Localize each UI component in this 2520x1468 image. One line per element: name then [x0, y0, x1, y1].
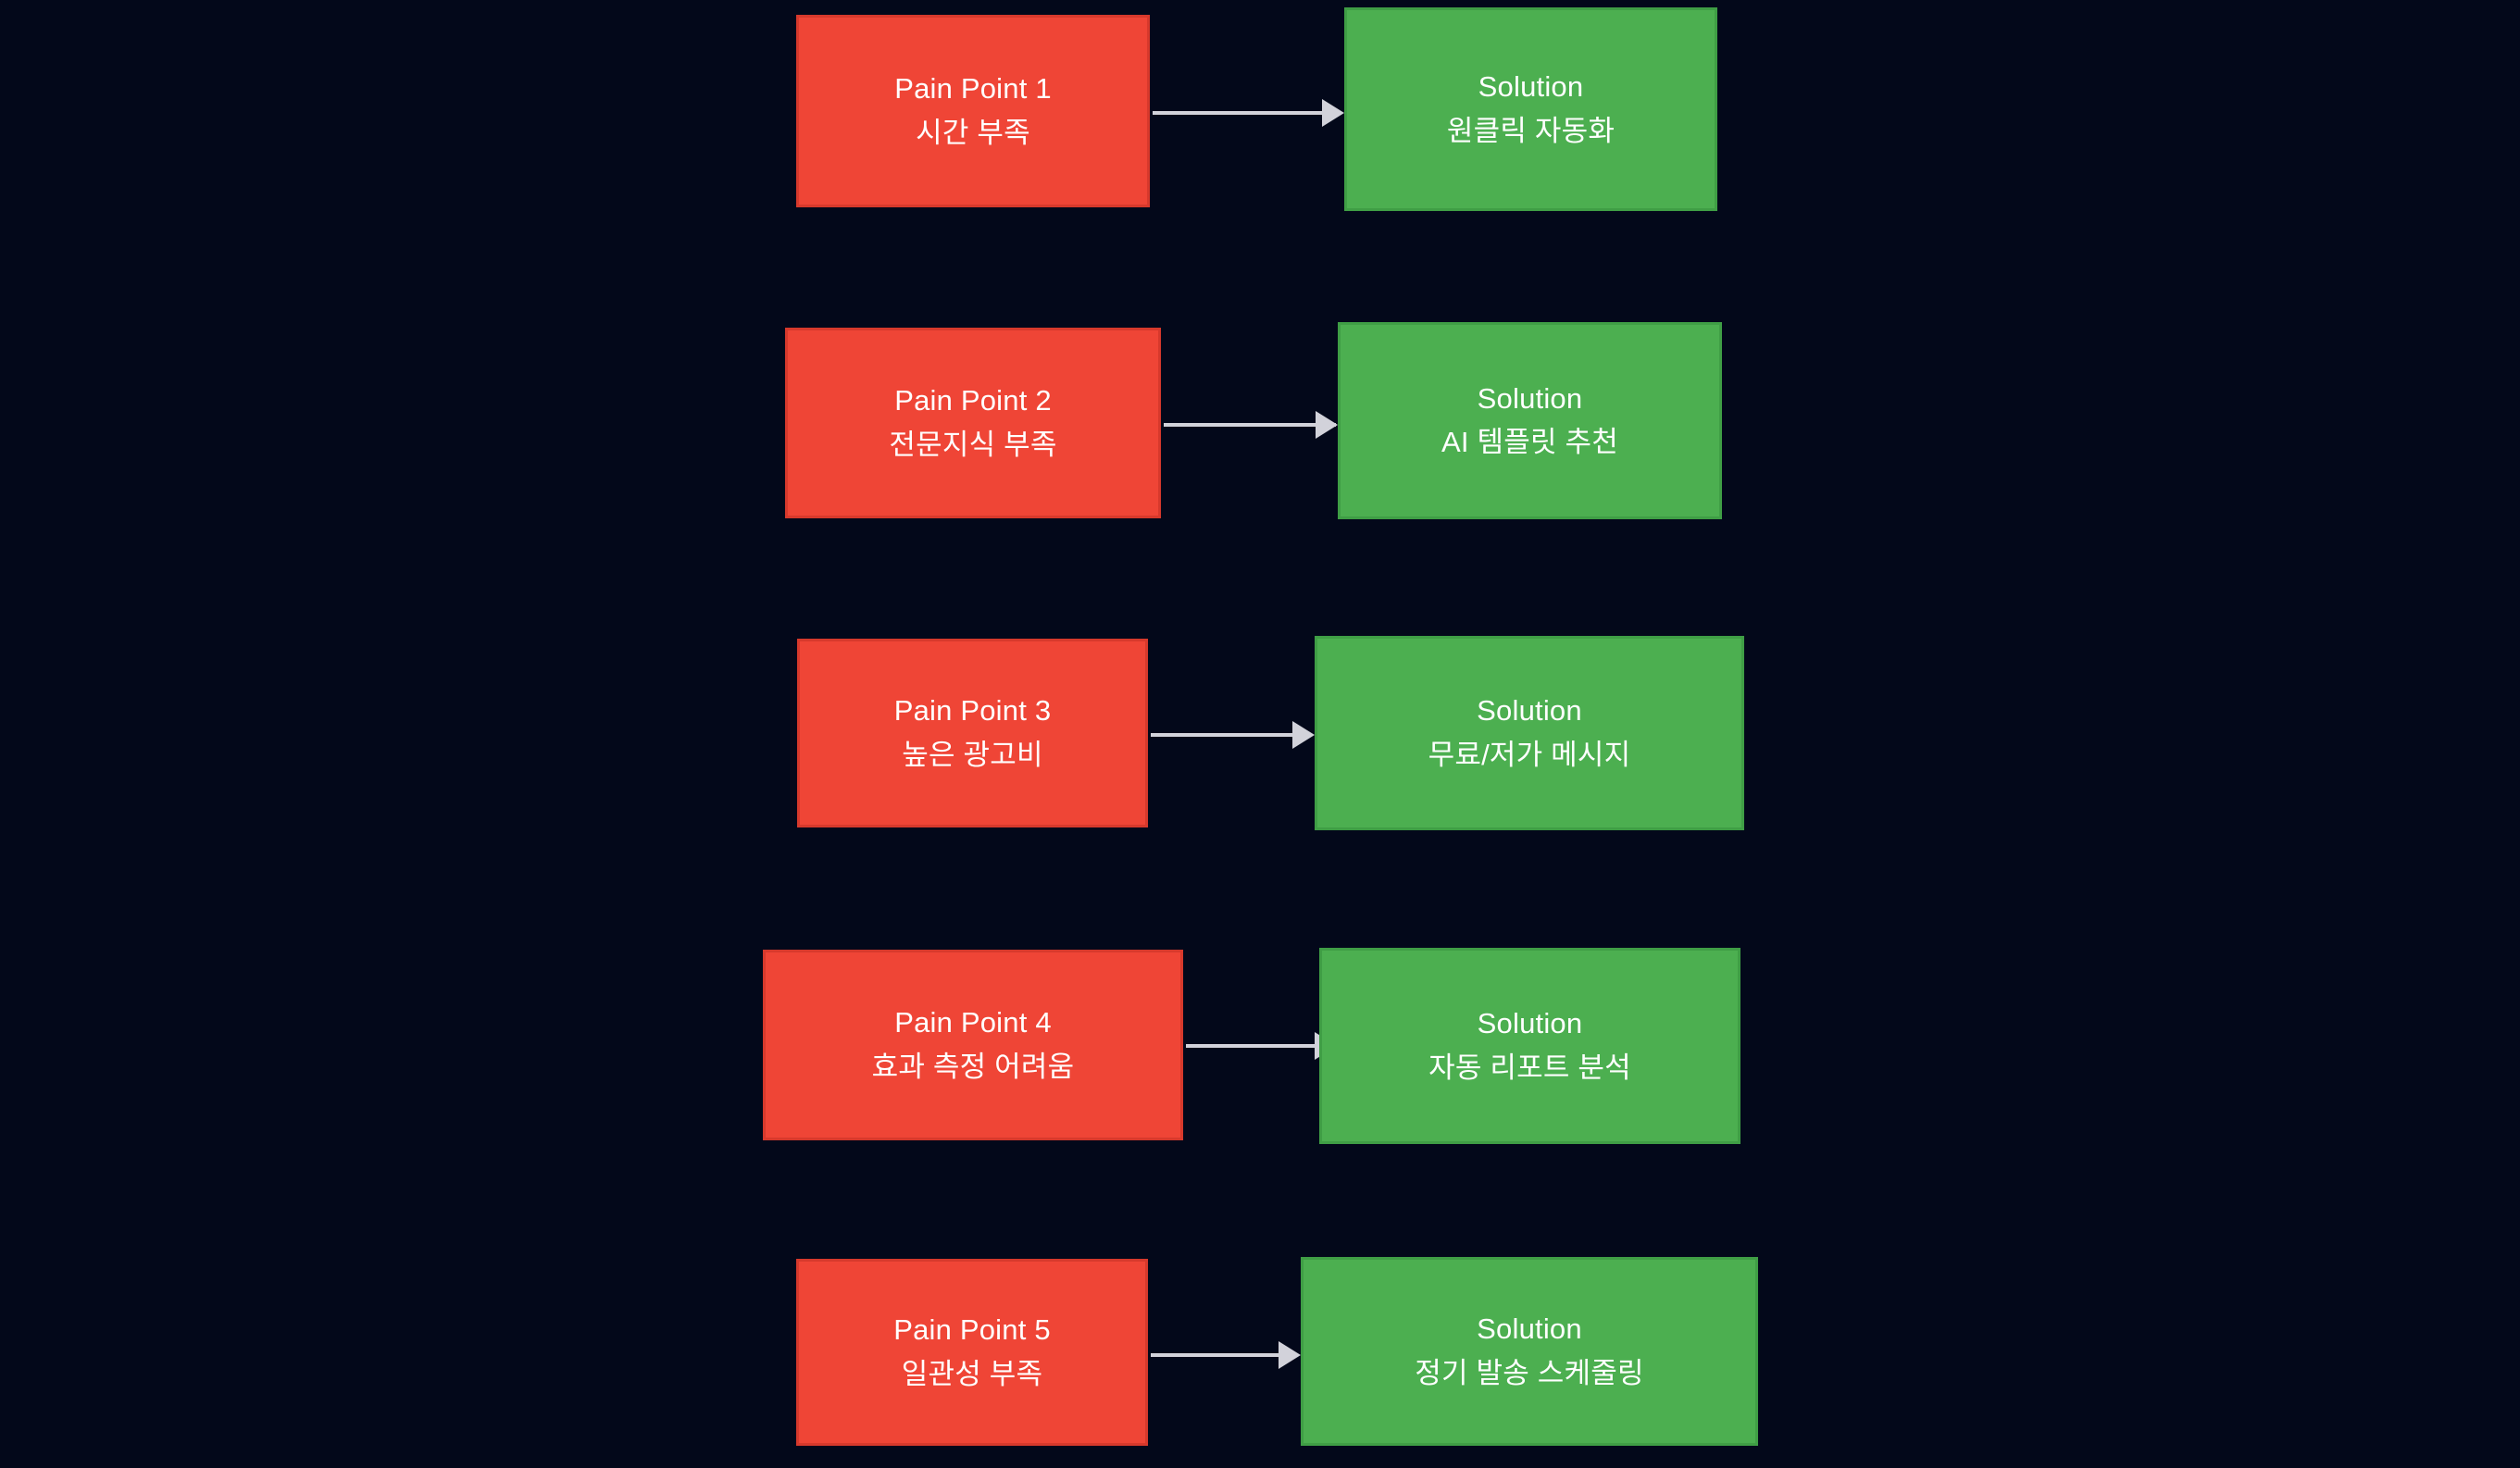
solution-title-5: Solution [1477, 1312, 1582, 1346]
solution-detail-1: 원클릭 자동화 [1446, 114, 1616, 147]
pain-point-detail-3: 높은 광고비 [902, 738, 1043, 771]
pain-point-title-4: Pain Point 4 [894, 1006, 1052, 1039]
solution-node-2[interactable]: Solution AI 템플릿 추천 [1338, 322, 1722, 519]
arrowhead-icon-3 [1292, 721, 1315, 749]
connector-arrow-2 [1164, 423, 1336, 427]
pain-point-title-3: Pain Point 3 [893, 694, 1052, 728]
connector-arrow-1 [1153, 111, 1333, 115]
solution-detail-3: 무료/저가 메시지 [1428, 738, 1631, 771]
pain-point-detail-2: 전문지식 부족 [889, 428, 1057, 461]
arrowhead-icon-1 [1322, 99, 1344, 127]
pain-point-title-5: Pain Point 5 [893, 1313, 1051, 1347]
connector-arrow-4 [1186, 1044, 1334, 1048]
solution-title-1: Solution [1478, 70, 1584, 104]
solution-title-3: Solution [1477, 694, 1582, 728]
solution-title-2: Solution [1477, 381, 1583, 415]
pain-point-node-5[interactable]: Pain Point 5 일관성 부족 [796, 1259, 1148, 1446]
pain-point-detail-4: 효과 측정 어려움 [871, 1050, 1075, 1083]
pain-point-detail-1: 시간 부족 [916, 116, 1030, 149]
solution-node-5[interactable]: Solution 정기 발송 스케줄링 [1301, 1257, 1758, 1446]
solution-title-4: Solution [1477, 1007, 1583, 1040]
pain-point-node-3[interactable]: Pain Point 3 높은 광고비 [797, 639, 1148, 827]
solution-detail-5: 정기 발송 스케줄링 [1415, 1356, 1644, 1389]
pain-point-node-4[interactable]: Pain Point 4 효과 측정 어려움 [763, 950, 1183, 1140]
connector-arrow-3 [1151, 733, 1309, 737]
arrowhead-icon-5 [1279, 1341, 1301, 1369]
pain-point-title-2: Pain Point 2 [894, 384, 1052, 417]
pain-point-node-1[interactable]: Pain Point 1 시간 부족 [796, 15, 1150, 207]
pain-point-node-2[interactable]: Pain Point 2 전문지식 부족 [785, 328, 1161, 518]
solution-node-4[interactable]: Solution 자동 리포트 분석 [1319, 948, 1740, 1144]
solution-node-1[interactable]: Solution 원클릭 자동화 [1344, 7, 1717, 211]
connector-arrow-5 [1151, 1353, 1290, 1357]
arrowhead-icon-2 [1316, 411, 1338, 439]
solution-node-3[interactable]: Solution 무료/저가 메시지 [1315, 636, 1744, 830]
pain-point-detail-5: 일관성 부족 [901, 1357, 1043, 1390]
solution-detail-2: AI 템플릿 추천 [1441, 426, 1618, 458]
pain-point-title-1: Pain Point 1 [894, 72, 1052, 106]
solution-detail-4: 자동 리포트 분석 [1428, 1051, 1631, 1084]
